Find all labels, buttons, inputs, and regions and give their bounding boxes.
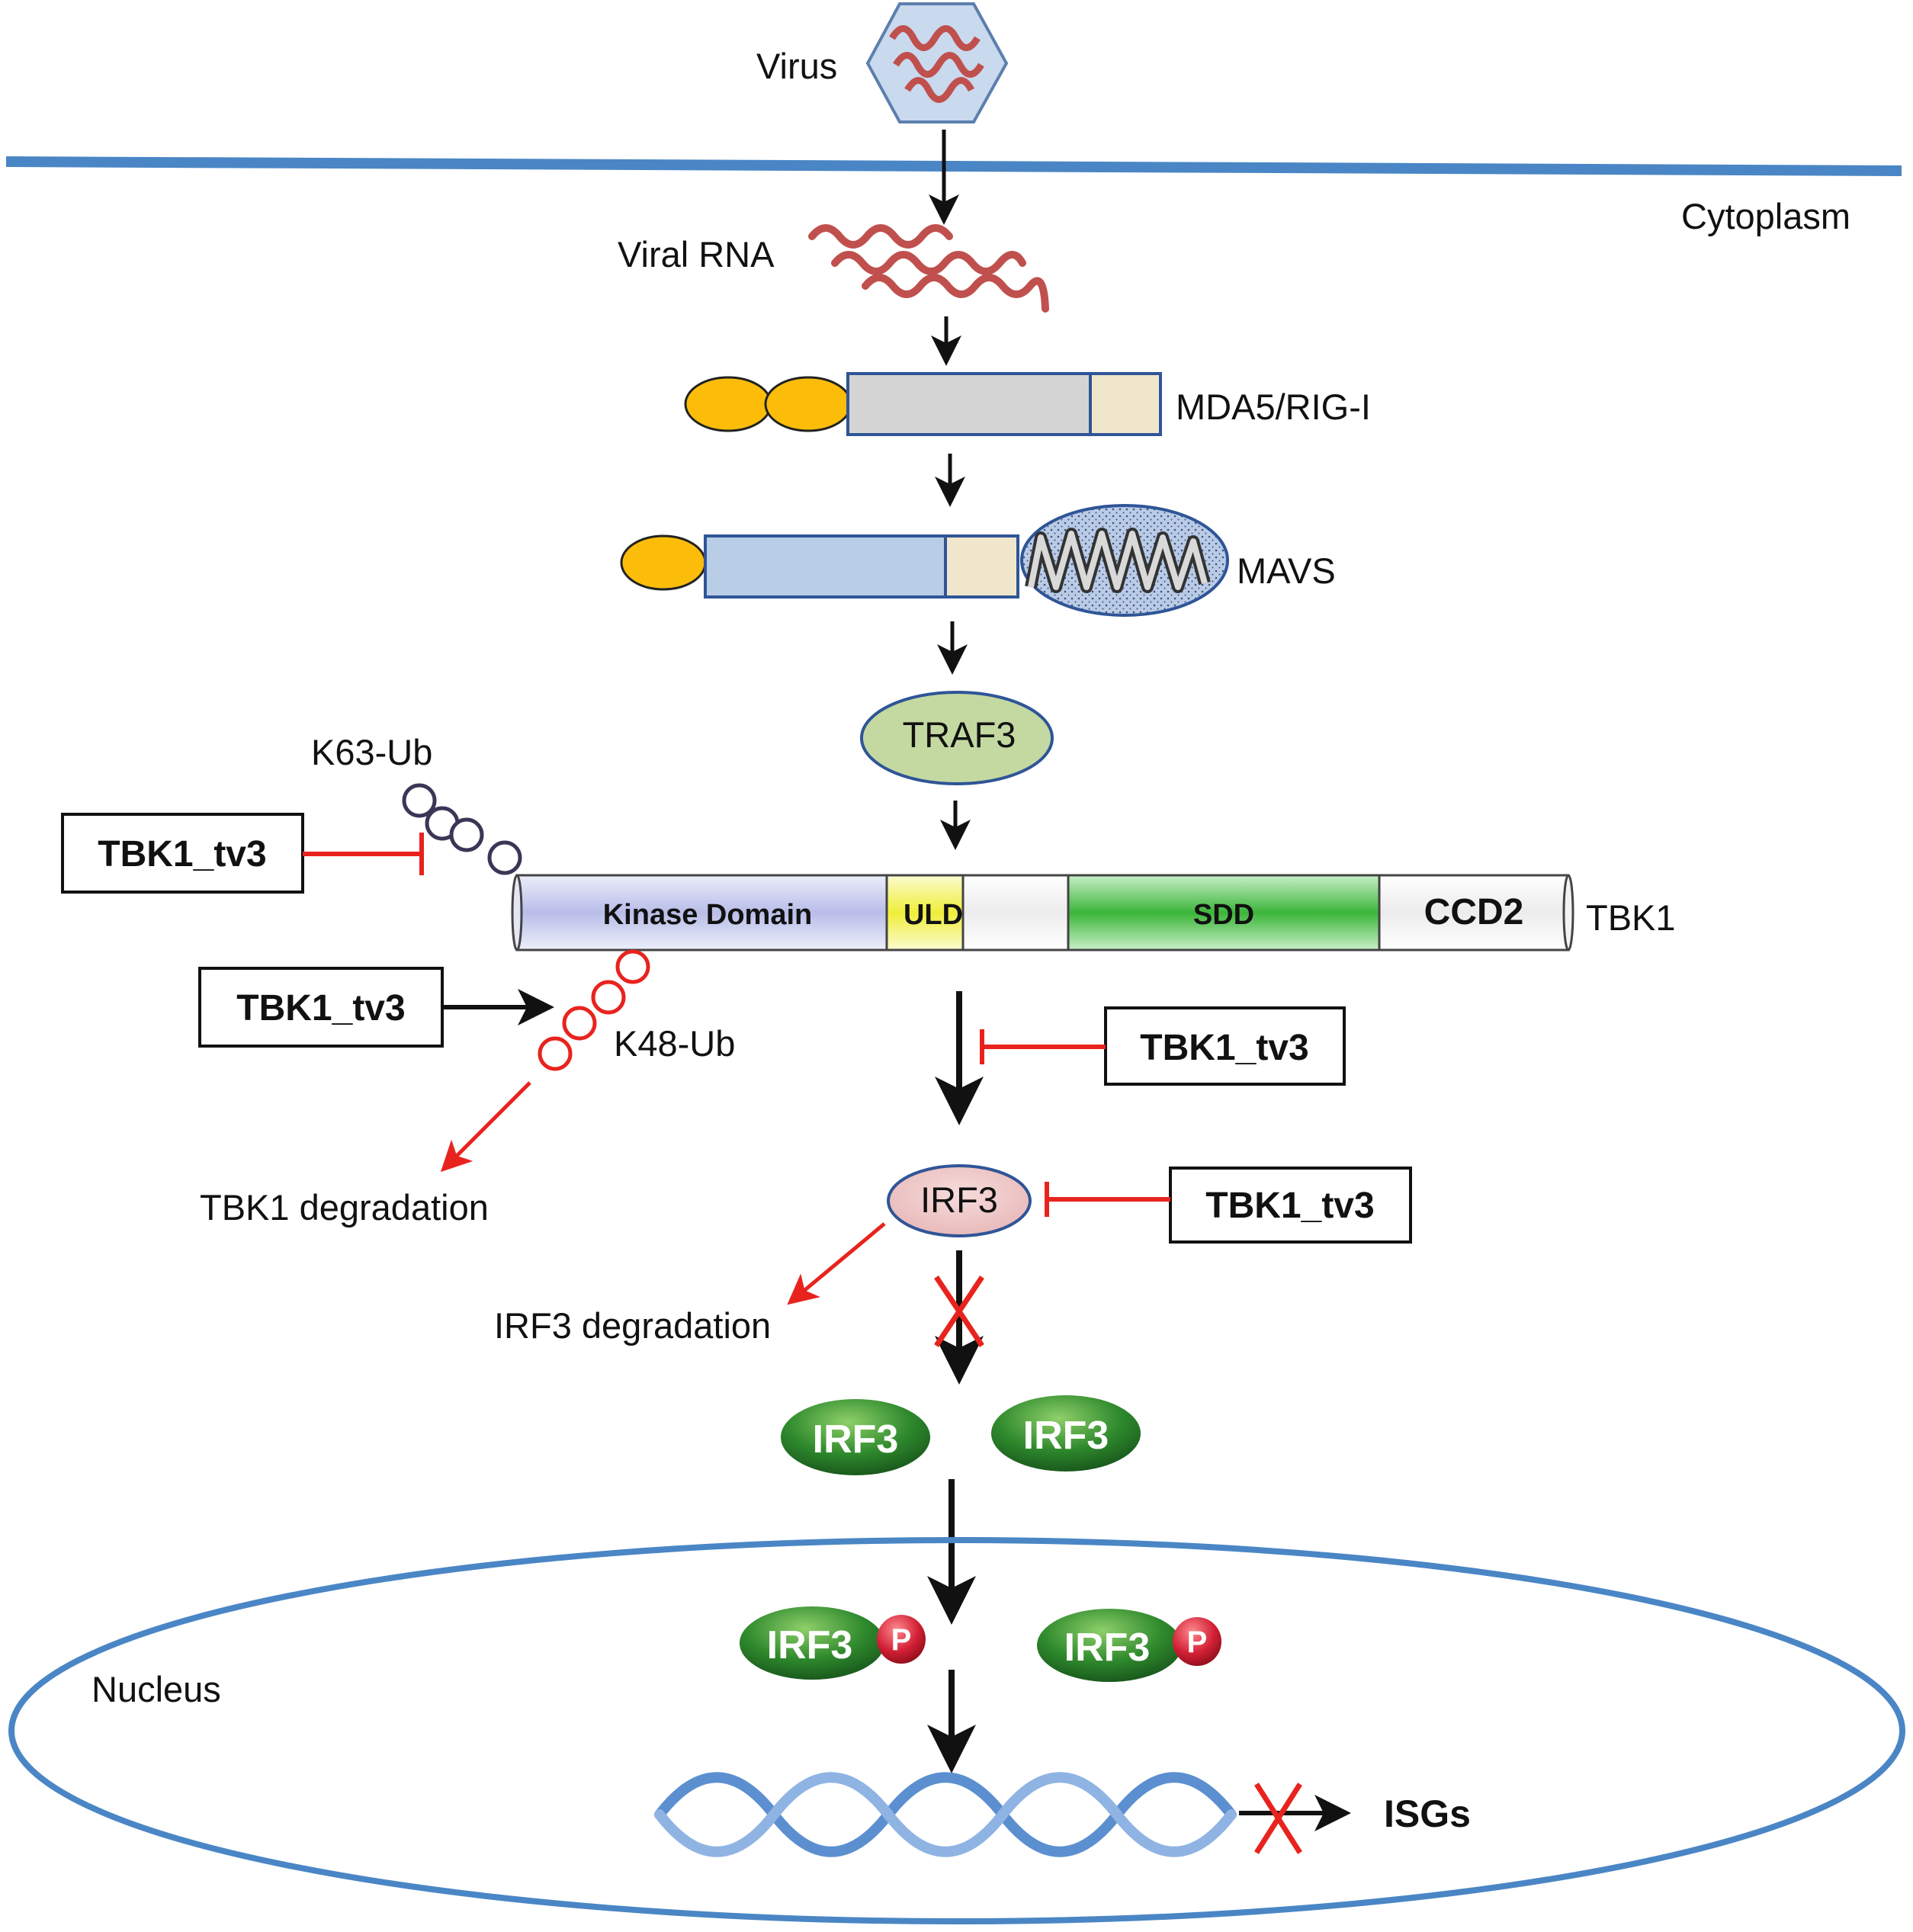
tbk1-label: TBK1: [1586, 897, 1676, 938]
tbk1-tv3-box-1: TBK1_tv3: [61, 813, 304, 894]
irf3-phospho-1: IRF3 P: [740, 1606, 926, 1680]
mitochondrion-icon: [1020, 504, 1229, 617]
irf3-active-2: IRF3: [991, 1395, 1141, 1471]
svg-text:IRF3: IRF3: [1023, 1414, 1109, 1458]
irf3-label: IRF3: [920, 1179, 998, 1220]
tbk1-tv3-box-2: TBK1_tv3: [198, 967, 444, 1048]
uld-domain: [885, 874, 965, 952]
k63-ubiquitin-chain: [402, 783, 522, 875]
kinase-domain-label: Kinase Domain: [603, 899, 813, 931]
cytoplasm-label: Cytoplasm: [1681, 196, 1850, 236]
nucleus-label: Nucleus: [91, 1669, 221, 1709]
tbk1-tv3-box-3: TBK1_tv3: [1104, 1006, 1346, 1086]
irf3-phospho-2: IRF3 P: [1037, 1609, 1221, 1682]
svg-text:IRF3: IRF3: [813, 1417, 899, 1462]
svg-text:TBK1_tv3: TBK1_tv3: [236, 988, 405, 1029]
block-x-icon: [934, 1276, 984, 1347]
svg-text:IRF3: IRF3: [767, 1623, 853, 1667]
svg-text:TBK1_tv3: TBK1_tv3: [98, 834, 266, 875]
virus-icon: [865, 2, 1009, 124]
inhibit-irf3: [1045, 1182, 1170, 1217]
svg-text:TBK1_tv3: TBK1_tv3: [1140, 1028, 1308, 1068]
block-isgs-x-icon: [1254, 1783, 1302, 1854]
mda5-rigi-protein: [684, 372, 1162, 436]
phospho-icon: P: [1187, 1626, 1208, 1659]
phospho-icon: P: [891, 1623, 912, 1657]
viral-rna-icon: [808, 224, 1049, 313]
tbk1-tv3-box-4: TBK1_tv3: [1169, 1167, 1412, 1244]
dna-helix-icon: [654, 1772, 1237, 1857]
inhibit-tbk1-irf3-axis: [980, 1029, 1106, 1064]
tbk1-protein: [511, 874, 1574, 952]
nucleus-envelope: [8, 1537, 1905, 1924]
svg-text:TBK1_tv3: TBK1_tv3: [1205, 1186, 1374, 1226]
virus-label: Virus: [756, 46, 837, 86]
sdd-domain: [1067, 874, 1381, 952]
plasma-membrane: [5, 156, 1902, 176]
traf3-label: TRAF3: [903, 714, 1016, 755]
viral-rna-label: Viral RNA: [618, 234, 775, 274]
k48-ubiquitin-chain: [538, 949, 650, 1071]
k48-ub-label: K48-Ub: [614, 1023, 735, 1064]
irf3-node: [887, 1164, 1032, 1237]
svg-text:IRF3: IRF3: [1064, 1626, 1151, 1670]
mavs-label: MAVS: [1237, 550, 1336, 591]
inhibit-k63-ubiquitination: [303, 833, 424, 875]
isgs-label: ISGs: [1384, 1792, 1471, 1835]
uld-domain-label: ULD: [904, 899, 963, 931]
sdd-domain-label: SDD: [1193, 899, 1254, 931]
arrow-k48-to-degradation: [440, 1081, 531, 1173]
tbk1-degradation-label: TBK1 degradation: [200, 1187, 489, 1228]
irf3-active-1: IRF3: [781, 1399, 930, 1475]
mavs-protein: [620, 534, 1019, 599]
k63-ub-label: K63-Ub: [311, 732, 432, 772]
linker-region: [961, 874, 1070, 952]
traf3-node: [860, 691, 1054, 785]
arrow-irf3-to-degradation: [787, 1222, 886, 1305]
kinase-domain: [515, 874, 888, 952]
irf3-degradation-label: IRF3 degradation: [494, 1305, 771, 1346]
mda5-label: MDA5/RIG-I: [1176, 387, 1371, 427]
ccd2-domain-label: CCD2: [1424, 892, 1524, 932]
